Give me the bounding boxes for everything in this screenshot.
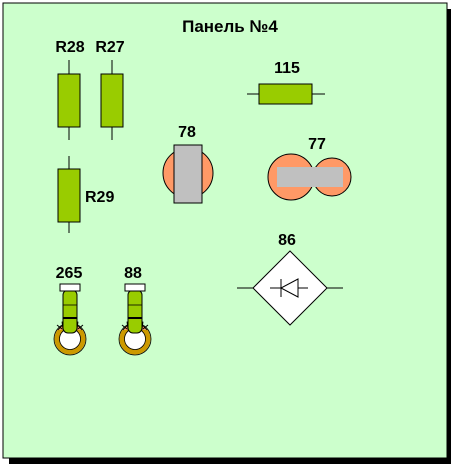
- label-115: 115: [274, 60, 300, 77]
- diode-icon: [279, 278, 299, 298]
- label-265: 265: [56, 265, 83, 282]
- resistor-r27: [100, 60, 124, 140]
- lamp-socket-265: [53, 283, 87, 356]
- panel-background: [2, 2, 448, 459]
- component-77: [267, 153, 352, 201]
- label-86: 86: [278, 232, 296, 249]
- resistor-r29: [57, 156, 81, 233]
- resistor-115: [247, 83, 325, 105]
- lamp-socket-88: [118, 283, 152, 356]
- label-r28: R28: [55, 39, 84, 56]
- component-78: [162, 144, 214, 204]
- label-88: 88: [124, 265, 142, 282]
- panel-title: Панель №4: [182, 17, 278, 36]
- label-r29: R29: [85, 189, 114, 206]
- diode-bridge-86: [237, 250, 343, 326]
- label-78: 78: [178, 124, 196, 141]
- label-77: 77: [308, 136, 326, 153]
- resistor-r28: [57, 60, 81, 140]
- label-r27: R27: [95, 39, 124, 56]
